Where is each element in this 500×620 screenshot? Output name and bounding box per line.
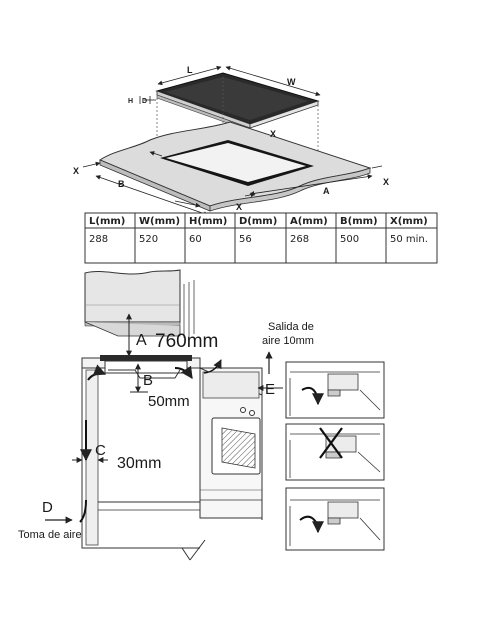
upper-cabinet	[84, 269, 195, 338]
header-x: X(mm)	[390, 216, 428, 227]
value-w: 520	[139, 234, 158, 245]
header-b: B(mm)	[340, 216, 378, 227]
dimension-c	[72, 420, 108, 463]
label-l: L	[187, 65, 193, 75]
detail-panel-2	[285, 423, 385, 481]
dimension-a-value: 760mm	[155, 331, 218, 352]
header-h: H(mm)	[189, 216, 227, 227]
air-intake-caption: Toma de aire	[18, 529, 82, 541]
dimension-b-value: 50mm	[148, 393, 190, 410]
air-intake-d	[45, 499, 87, 524]
dimension-c-letter: C	[95, 442, 106, 459]
hob-top-view	[155, 72, 320, 132]
dimension-c-value: 30mm	[117, 455, 161, 472]
dimensions-table: L(mm) W(mm) H(mm) D(mm) A(mm) B(mm) X(mm…	[84, 212, 438, 264]
hob-dimensions	[139, 65, 321, 104]
label-a: A	[323, 186, 330, 196]
detail-panel-3	[285, 487, 385, 551]
value-h: 60	[189, 234, 202, 245]
dimension-a-letter: A	[136, 332, 147, 349]
air-intake-letter: D	[42, 499, 53, 516]
label-w: W	[287, 77, 296, 87]
header-a: A(mm)	[290, 216, 328, 227]
label-b: B	[118, 179, 125, 189]
value-d: 56	[239, 234, 252, 245]
value-l: 288	[89, 234, 108, 245]
label-d: D	[142, 98, 147, 105]
label-x-bottom: X	[236, 202, 242, 212]
oven	[199, 367, 263, 520]
worktop-slab	[98, 121, 372, 212]
header-w: W(mm)	[139, 216, 180, 227]
worktop-dimensions	[82, 151, 383, 216]
label-x-left: X	[73, 166, 79, 176]
air-outlet-caption-line1: Salida de	[268, 321, 314, 333]
detail-panel-1	[285, 361, 385, 419]
label-h: H	[128, 98, 133, 105]
label-x-right2: X	[270, 129, 276, 139]
air-outlet-letter: E	[265, 381, 275, 398]
value-a: 268	[290, 234, 309, 245]
value-x: 50 min.	[390, 234, 428, 245]
header-l: L(mm)	[89, 216, 125, 227]
air-outlet-e	[203, 351, 283, 391]
label-x-right: X	[383, 177, 389, 187]
air-outlet-caption-line2: aire 10mm	[262, 335, 314, 347]
hob-in-cabinet	[87, 355, 193, 381]
value-b: 500	[340, 234, 359, 245]
dimension-b	[130, 363, 148, 393]
dimension-b-letter: B	[143, 372, 153, 389]
header-d: D(mm)	[239, 216, 277, 227]
